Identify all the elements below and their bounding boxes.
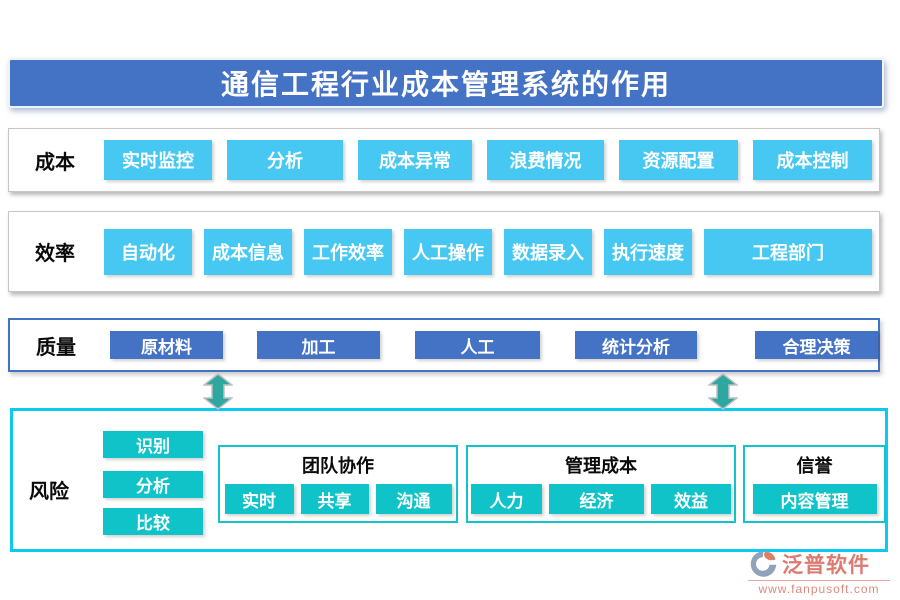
button-analyze[interactable]: 分析 [103,471,203,498]
brand-name: 泛普软件 [782,554,870,577]
cost-row-label: 成本 [35,151,75,174]
double-arrow-icon [708,373,738,410]
quality-row: 质量 原材料 加工 人工 统计分析 合理决策 [8,318,880,372]
button-content-management[interactable]: 内容管理 [752,484,877,514]
team-collaboration-title: 团队协作 [302,456,374,476]
quality-row-label: 质量 [36,336,76,359]
button-benefit[interactable]: 效益 [651,484,731,514]
button-rational-decision[interactable]: 合理决策 [755,331,878,359]
button-analysis[interactable]: 分析 [227,140,343,180]
button-cost-control[interactable]: 成本控制 [753,140,872,180]
button-communicate[interactable]: 沟通 [375,484,452,514]
button-manpower[interactable]: 人力 [471,484,542,514]
button-economy[interactable]: 经济 [549,484,644,514]
button-compare[interactable]: 比较 [103,508,203,535]
button-work-efficiency[interactable]: 工作效率 [304,228,392,275]
button-manual-operation[interactable]: 人工操作 [404,228,492,275]
button-waste-situation[interactable]: 浪费情况 [487,140,604,180]
button-engineering-department[interactable]: 工程部门 [704,228,872,275]
button-realtime-monitoring[interactable]: 实时监控 [104,140,212,180]
reputation-group: 信誉 内容管理 [743,445,886,523]
button-data-entry[interactable]: 数据录入 [504,228,592,275]
button-realtime[interactable]: 实时 [224,484,294,514]
button-execution-speed[interactable]: 执行速度 [604,228,692,275]
brand-website: www.fanpusoft.com [748,580,890,596]
button-automation[interactable]: 自动化 [104,228,192,275]
button-resource-allocation[interactable]: 资源配置 [619,140,738,180]
efficiency-row-label: 效率 [35,243,75,265]
button-statistical-analysis[interactable]: 统计分析 [575,331,697,359]
brand-watermark: 泛普软件 www.fanpusoft.com [748,549,890,596]
team-collaboration-group: 团队协作 实时 共享 沟通 [218,445,458,523]
management-cost-title: 管理成本 [565,456,637,476]
button-processing[interactable]: 加工 [257,331,380,359]
risk-section: 风险 识别 分析 比较 团队协作 实时 共享 沟通 管理成本 人力 经济 效益 … [10,408,888,552]
reputation-title: 信誉 [796,456,833,476]
double-arrow-icon [203,373,233,410]
efficiency-row: 效率 自动化 成本信息 工作效率 人工操作 数据录入 执行速度 工程部门 [8,211,880,292]
button-raw-material[interactable]: 原材料 [110,331,223,359]
management-cost-group: 管理成本 人力 经济 效益 [466,445,736,523]
button-identify[interactable]: 识别 [103,431,203,458]
button-cost-anomaly[interactable]: 成本异常 [358,140,472,180]
fanpu-logo-icon [750,551,777,577]
button-labor[interactable]: 人工 [415,331,540,359]
page-title: 通信工程行业成本管理系统的作用 [8,58,884,108]
button-cost-info[interactable]: 成本信息 [204,228,292,275]
cost-row: 成本 实时监控 分析 成本异常 浪费情况 资源配置 成本控制 [8,128,880,192]
button-share[interactable]: 共享 [300,484,369,514]
risk-section-label: 风险 [29,481,69,503]
